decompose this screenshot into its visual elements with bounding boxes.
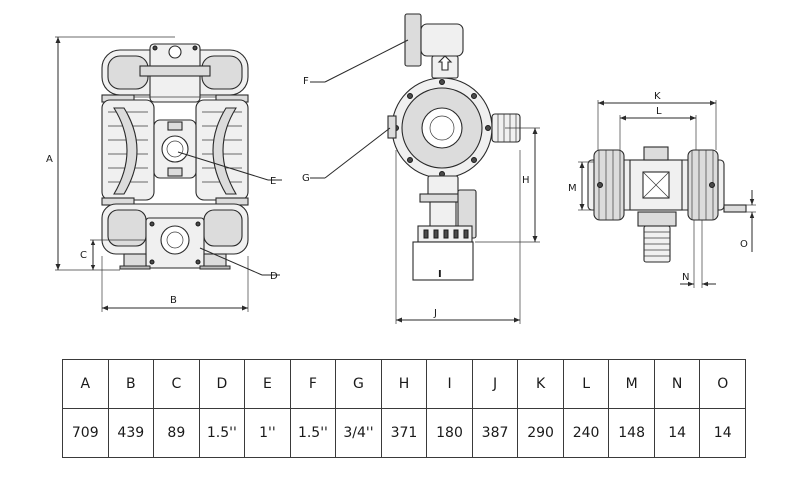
table-value-cell: 709 [62, 408, 109, 458]
table-value-cell: 387 [471, 408, 519, 458]
table-value-cell: 148 [608, 408, 655, 458]
label-n: N [682, 272, 689, 283]
dimension-labels: A B C D E F G H I J K L M N O [46, 76, 748, 319]
label-j: J [433, 308, 437, 319]
table-header-cell: A [62, 359, 109, 409]
label-l: L [656, 106, 662, 117]
label-d: D [270, 271, 278, 282]
table-header-cell: L [562, 359, 610, 409]
table-header-cell: E [244, 359, 291, 409]
table-header-cell: O [699, 359, 746, 409]
label-a: A [46, 154, 53, 165]
side-view [310, 13, 540, 324]
table-header-cell: J [471, 359, 519, 409]
table-value-cell: 14 [699, 408, 746, 458]
label-o: O [740, 239, 748, 250]
label-c: C [80, 250, 87, 261]
label-i: I [438, 269, 442, 280]
label-h: H [522, 175, 530, 186]
table-header-cell: K [517, 359, 564, 409]
front-view [55, 36, 282, 312]
table-value-cell: 3/4'' [335, 408, 382, 458]
top-view [578, 100, 756, 288]
table-value-cell: 1.5'' [198, 408, 246, 458]
table-value-cell: 439 [107, 408, 155, 458]
table-value-cell: 180 [426, 408, 473, 458]
table-header-cell: I [426, 359, 473, 409]
table-header-cell: D [198, 359, 246, 409]
table-header-cell: B [107, 359, 155, 409]
pump-dimension-drawing: A B C D E F G H I J K L M N O [46, 13, 756, 324]
label-m: M [568, 183, 577, 194]
table-value-cell: 14 [653, 408, 701, 458]
table-value-cell: 290 [517, 408, 564, 458]
table-header-cell: C [153, 359, 200, 409]
table-value-cell: 1'' [244, 408, 291, 458]
label-g: G [302, 173, 310, 184]
label-e: E [270, 176, 276, 187]
table-value-cell: 240 [562, 408, 610, 458]
table-header-cell: G [335, 359, 382, 409]
table-header-cell: M [608, 359, 655, 409]
label-b: B [170, 295, 177, 306]
table-header-cell: F [289, 359, 337, 409]
table-header-cell: N [653, 359, 701, 409]
label-k: K [654, 91, 661, 102]
label-f: F [303, 76, 309, 87]
table-value-cell: 89 [153, 408, 200, 458]
table-value-cell: 1.5'' [289, 408, 337, 458]
table-header-cell: H [380, 359, 428, 409]
table-value-cell: 371 [380, 408, 428, 458]
